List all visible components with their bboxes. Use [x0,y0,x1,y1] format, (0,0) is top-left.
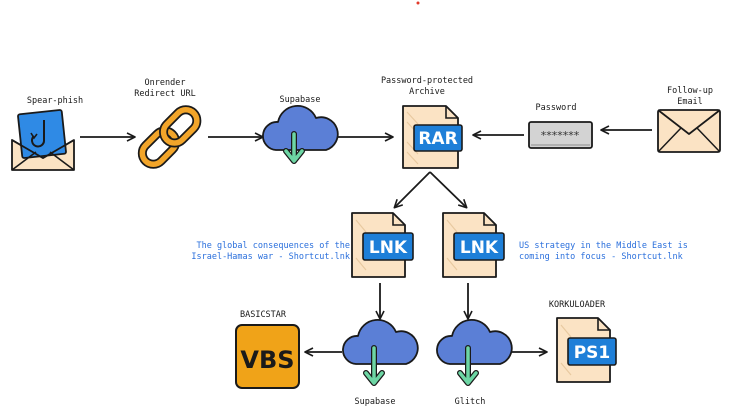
lnk-right-caption-line2: coming into focus - Shortcut.lnk [519,252,683,262]
arrow-archive-to-lnk-left [393,171,431,209]
rar-badge-text: RAR [418,129,457,149]
basicstar-label: BASICSTAR [239,310,287,320]
cloud-download-icon-supabase-top [262,105,339,164]
glitch-label: Glitch [454,397,486,407]
archive-label-line1: Password-protected [380,76,474,86]
rar-archive-icon: RAR [402,105,463,169]
lnk-shortcut-icon-right: LNK [442,212,505,278]
onrender-label-line2: Redirect URL [134,89,196,99]
spear-phish-label: Spear-phish [26,96,84,106]
password-field-icon: ******* [528,121,593,149]
follow-up-email-icon [657,109,721,153]
onrender-label: Onrender Redirect URL [110,78,220,100]
archive-label-line2: Archive [409,87,445,97]
password-label: Password [535,103,577,113]
followup-label-line2: Email [677,97,703,107]
cloud-download-icon-supabase-bottom [342,319,419,386]
onrender-label-line1: Onrender [144,78,186,88]
red-dot-marker [416,1,420,5]
lnk-right-caption: US strategy in the Middle East is coming… [519,241,709,263]
lnk-shortcut-icon-left: LNK [351,212,414,278]
lnk-left-caption: The global consequences of the Israel-Ha… [168,241,350,263]
cloud-download-icon-glitch [436,319,513,386]
lnk-left-caption-line1: The global consequences of the [196,241,350,251]
lnk-left-caption-line2: Israel-Hamas war - Shortcut.lnk [191,252,350,262]
supabase-top-label: Supabase [279,95,321,105]
password-mask-text: ******* [541,129,580,142]
followup-label-line1: Follow-up [666,86,714,96]
lnk-left-badge-text: LNK [369,238,408,258]
lnk-right-badge-text: LNK [460,238,499,258]
korkuloader-label: KORKULOADER [548,300,606,310]
phishing-email-icon [11,109,75,171]
archive-label: Password-protected Archive [362,76,492,98]
ps1-badge-text: PS1 [574,343,611,363]
lnk-right-caption-line1: US strategy in the Middle East is [519,241,688,251]
arrow-archive-to-lnk-right [429,171,468,209]
chain-link-icon [137,105,202,169]
vbs-script-icon: VBS [235,324,300,389]
followup-label: Follow-up Email [645,86,735,108]
vbs-badge-text: VBS [240,346,294,374]
supabase-bottom-label: Supabase [354,397,396,407]
ps1-script-icon: PS1 [556,317,617,383]
